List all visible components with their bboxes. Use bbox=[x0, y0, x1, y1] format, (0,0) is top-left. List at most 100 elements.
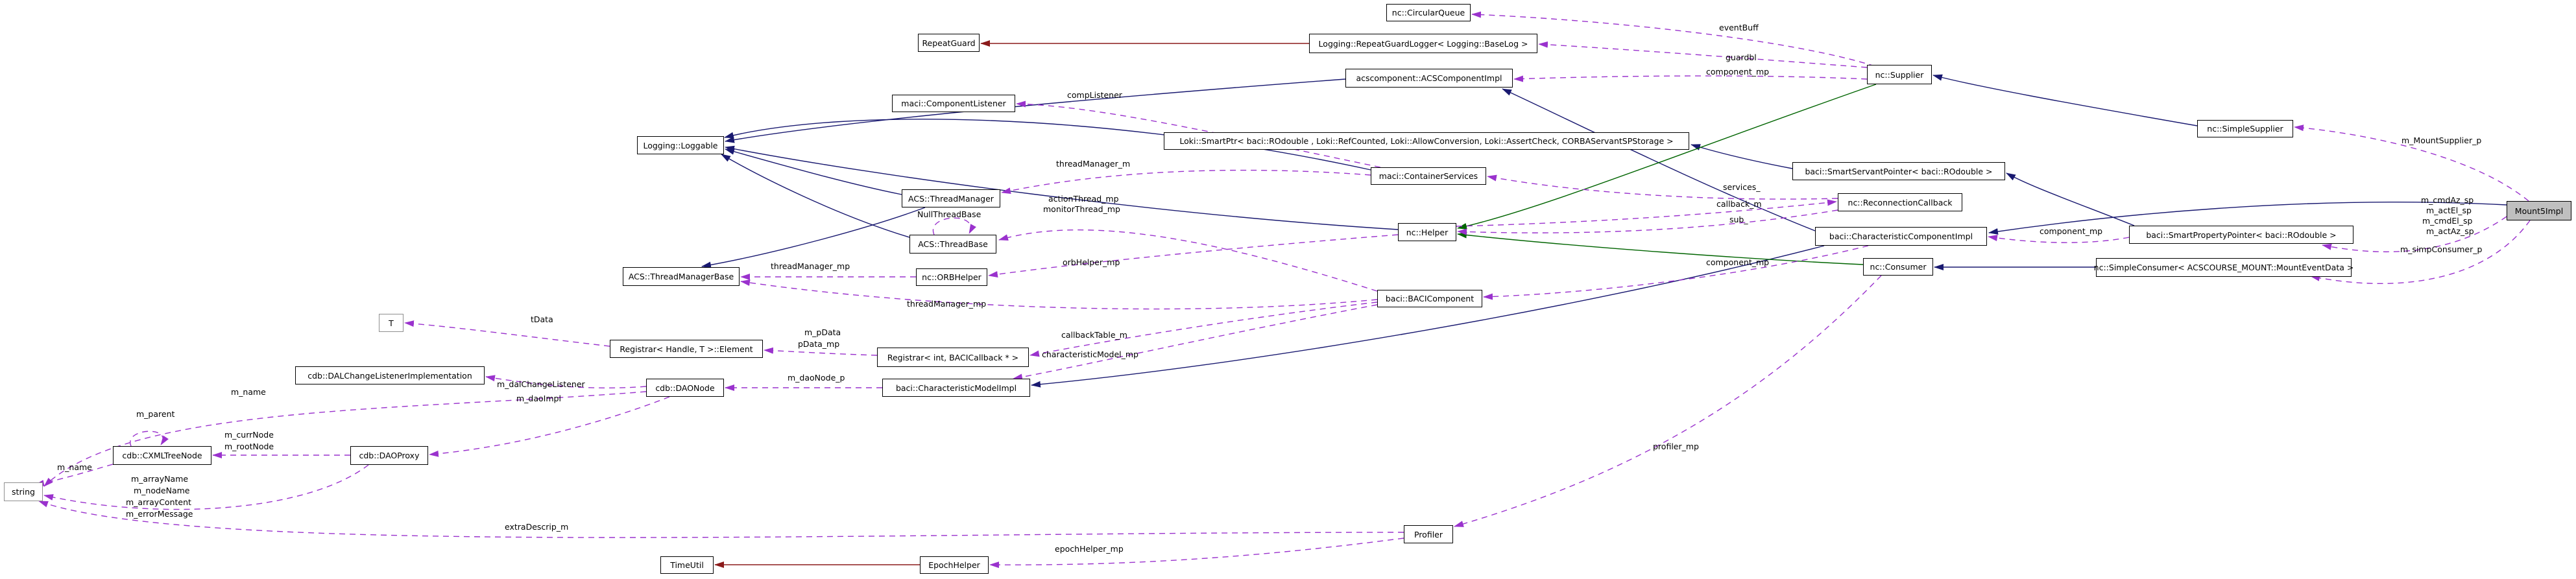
edge-thread-manager-to-thread-manager-base bbox=[701, 207, 926, 268]
edge-supplier-to-helper bbox=[1457, 84, 1877, 230]
edge-registrar-int-to-registrar-element bbox=[764, 347, 878, 356]
class-node-simple-consumer[interactable]: nc::SimpleConsumer< ACSCOURSE_MOUNT::Mou… bbox=[2094, 258, 2353, 277]
edge-label-epochhelper-mp: epochHelper_mp bbox=[1055, 544, 1124, 554]
edge-label-monitorthread-mp: monitorThread_mp bbox=[1043, 204, 1120, 214]
edge-label-m-rootnode: m_rootNode bbox=[224, 442, 274, 451]
class-node-repeat-guard[interactable]: RepeatGuard bbox=[918, 34, 980, 52]
edge-label-callback-m: callback_m bbox=[1716, 199, 1762, 209]
edge-baci-component-to-thread-manager-base bbox=[740, 279, 1378, 310]
class-node-thread-manager-base[interactable]: ACS::ThreadManagerBase bbox=[623, 267, 740, 286]
edge-label-threadmanager-mp: threadManager_mp bbox=[771, 261, 850, 271]
edge-label-guardbl: guardbl bbox=[1726, 53, 1757, 62]
edge-mount5-impl-to-smart-property-pointer bbox=[2322, 216, 2507, 253]
edge-label-component-mp: component_mp bbox=[1706, 67, 1770, 77]
edge-label-m-cmdel-sp: m_cmdEl_sp bbox=[2422, 216, 2473, 226]
edge-label-m-daonode-p: m_daoNode_p bbox=[788, 373, 845, 383]
edge-label-sub-: sub_ bbox=[1729, 215, 1748, 224]
class-node-registrar-element[interactable]: Registrar< Handle, T >::Element bbox=[610, 340, 763, 358]
edge-label-m-actel-sp: m_actEl_sp bbox=[2426, 206, 2472, 215]
class-node-loggable[interactable]: Logging::Loggable bbox=[637, 136, 724, 154]
class-node-characteristic-model-impl[interactable]: baci::CharacteristicModelImpl bbox=[882, 379, 1030, 397]
edge-helper-to-loggable bbox=[725, 145, 1399, 230]
edge-profiler-to-epoch-helper bbox=[989, 538, 1404, 569]
class-node-baci-component[interactable]: baci::BACIComponent bbox=[1377, 290, 1482, 307]
edge-label-m-arrayname: m_arrayName bbox=[131, 474, 189, 484]
edge-label-callbacktable-m: callbackTable_m bbox=[1061, 330, 1127, 340]
class-node-thread-manager[interactable]: ACS::ThreadManager bbox=[902, 189, 1000, 207]
edge-supplier-to-circular-queue bbox=[1471, 11, 1875, 67]
edge-baci-component-to-characteristic-model-impl bbox=[1013, 304, 1378, 381]
class-node-helper[interactable]: nc::Helper bbox=[1398, 223, 1456, 241]
edge-smart-property-pointer-to-smart-servant-pointer bbox=[2006, 172, 2135, 226]
edge-label-orbhelper-mp: orbHelper_mp bbox=[1063, 257, 1120, 267]
class-node-smart-property-pointer[interactable]: baci::SmartPropertyPointer< baci::ROdoub… bbox=[2129, 226, 2353, 244]
edge-baci-component-to-thread-base bbox=[998, 229, 1378, 292]
edge-mount5-impl-to-characteristic-component-impl bbox=[1988, 202, 2507, 235]
edge-dao-node-to-string bbox=[43, 391, 647, 487]
edge-dao-node-to-dao-proxy bbox=[429, 396, 670, 457]
class-node-acs-component-impl[interactable]: acscomponent::ACSComponentImpl bbox=[1345, 69, 1513, 88]
class-node-container-services[interactable]: maci::ContainerServices bbox=[1371, 167, 1486, 185]
class-node-t[interactable]: T bbox=[379, 314, 403, 332]
class-node-reconnection-callback[interactable]: nc::ReconnectionCallback bbox=[1838, 193, 1962, 211]
edge-label-m-actaz-sp: m_actAz_sp bbox=[2426, 226, 2474, 236]
class-node-epoch-helper[interactable]: EpochHelper bbox=[920, 556, 989, 574]
edge-label-component-mp: component_mp bbox=[1706, 257, 1770, 267]
class-node-mount5-impl[interactable]: Mount5Impl bbox=[2507, 201, 2571, 220]
class-node-repeat-guard-logger[interactable]: Logging::RepeatGuardLogger< Logging::Bas… bbox=[1309, 34, 1537, 53]
edge-label-extradescrip-m: extraDescrip_m bbox=[505, 522, 569, 532]
class-node-dao-node[interactable]: cdb::DAONode bbox=[646, 379, 724, 397]
class-node-orb-helper[interactable]: nc::ORBHelper bbox=[916, 268, 987, 286]
edge-label-m-parent: m_parent bbox=[136, 409, 175, 419]
class-node-registrar-int[interactable]: Registrar< int, BACICallback * > bbox=[877, 348, 1029, 367]
class-node-time-util[interactable]: TimeUtil bbox=[660, 556, 714, 574]
class-node-smart-servant-pointer[interactable]: baci::SmartServantPointer< baci::ROdoubl… bbox=[1792, 162, 2005, 180]
edge-dao-proxy-to-string bbox=[43, 464, 369, 510]
class-node-supplier[interactable]: nc::Supplier bbox=[1867, 65, 1932, 84]
edge-label-complistener: compListener bbox=[1067, 90, 1122, 100]
class-node-component-listener[interactable]: maci::ComponentListener bbox=[892, 95, 1015, 112]
class-node-dao-proxy[interactable]: cdb::DAOProxy bbox=[350, 446, 428, 465]
class-node-consumer[interactable]: nc::Consumer bbox=[1863, 258, 1933, 276]
class-node-string[interactable]: string bbox=[4, 482, 43, 501]
edge-label-profiler-mp: profiler_mp bbox=[1653, 442, 1699, 451]
edge-label-m-dalchangelistener: m_dalChangeListener bbox=[497, 379, 585, 389]
edge-label-actionthread-mp: actionThread_mp bbox=[1048, 194, 1119, 204]
edge-consumer-to-profiler bbox=[1454, 275, 1882, 527]
edge-thread-base-to-loggable bbox=[721, 154, 910, 238]
edge-helper-to-orb-helper bbox=[988, 234, 1399, 278]
edge-profiler-to-string bbox=[38, 501, 1404, 538]
class-node-loki-smart-ptr[interactable]: Loki::SmartPtr< baci::ROdouble , Loki::R… bbox=[1164, 132, 1689, 150]
class-node-circular-queue[interactable]: nc::CircularQueue bbox=[1386, 4, 1471, 21]
class-node-thread-base[interactable]: ACS::ThreadBase bbox=[909, 235, 996, 254]
class-node-profiler[interactable]: Profiler bbox=[1404, 525, 1453, 543]
edge-label-m-simpconsumer-p: m_simpConsumer_p bbox=[2400, 244, 2483, 254]
class-node-cxml-tree-node[interactable]: cdb::CXMLTreeNode bbox=[113, 446, 211, 465]
edge-supplier-to-acs-component-impl bbox=[1513, 75, 1868, 82]
edge-reconnection-callback-to-container-services bbox=[1487, 174, 1838, 200]
edge-characteristic-component-impl-to-acs-component-impl bbox=[1502, 88, 1816, 231]
edge-label-m-name: m_name bbox=[231, 387, 266, 397]
edge-cxml-tree-node-to-cxml-tree-node bbox=[130, 431, 169, 447]
edge-label-eventbuff: eventBuff bbox=[1719, 23, 1759, 32]
edge-label-services-: services_ bbox=[1723, 182, 1761, 192]
edge-label-pdata-mp: pData_mp bbox=[798, 339, 840, 349]
class-node-characteristic-component-impl[interactable]: baci::CharacteristicComponentImpl bbox=[1815, 227, 1987, 246]
edge-smart-servant-pointer-to-loki-smart-ptr bbox=[1691, 144, 1793, 169]
class-node-dal-change-listener-impl[interactable]: cdb::DALChangeListenerImplementation bbox=[295, 366, 485, 384]
edge-characteristic-component-impl-to-characteristic-model-impl bbox=[1031, 245, 1825, 388]
edge-label-threadmanager-mp: threadManager_mp bbox=[907, 299, 987, 309]
edge-label-tdata: tData bbox=[531, 314, 553, 324]
class-node-simple-supplier[interactable]: nc::SimpleSupplier bbox=[2197, 120, 2293, 137]
edge-label-m-currnode: m_currNode bbox=[224, 430, 274, 440]
edge-mount5-impl-to-simple-consumer bbox=[2310, 220, 2531, 285]
edge-label-m-cmdaz-sp: m_cmdAz_sp bbox=[2421, 195, 2474, 205]
edge-label-characteristicmodel-mp: characteristicModel_mp bbox=[1042, 349, 1138, 359]
edge-label-m-name: m_name bbox=[57, 462, 92, 472]
edge-consumer-to-helper bbox=[1457, 231, 1864, 265]
edge-helper-to-reconnection-callback bbox=[1456, 199, 1837, 227]
edge-thread-manager-to-loggable bbox=[725, 148, 902, 195]
edge-baci-component-to-registrar-int bbox=[1029, 301, 1378, 357]
edge-label-m-pdata: m_pData bbox=[804, 327, 841, 337]
